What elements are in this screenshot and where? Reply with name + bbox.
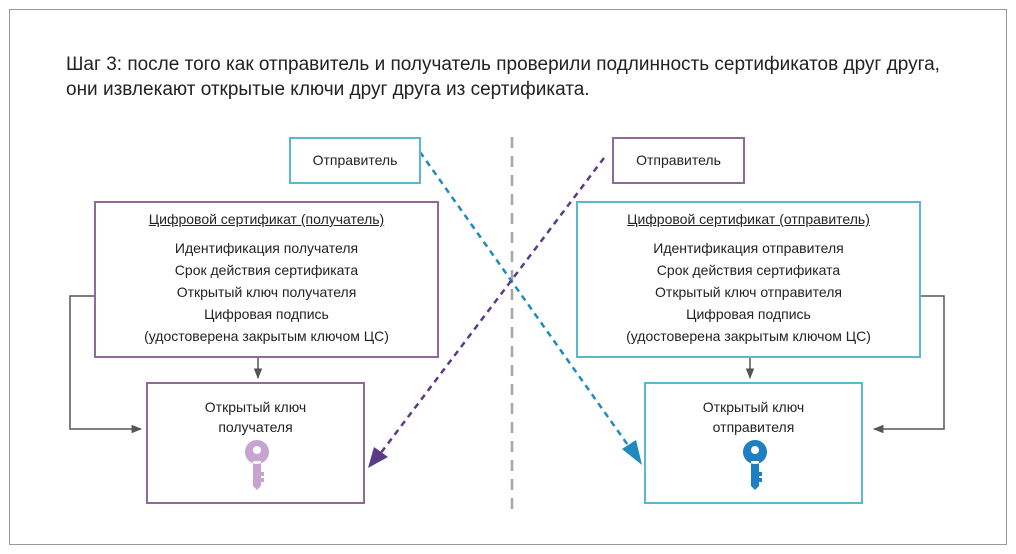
left-certificate-box: Цифровой сертификат (получатель) Идентиф…: [94, 201, 439, 358]
right-cert-line-signature: Цифровая подпись: [686, 306, 811, 322]
right-certificate-heading: Цифровой сертификат (отправитель): [627, 211, 870, 227]
key-icon: [244, 440, 269, 490]
right-key-box-line2: отправителя: [712, 419, 795, 435]
left-sender-box: Отправитель: [289, 137, 421, 184]
left-cert-line-signature: Цифровая подпись: [204, 306, 329, 322]
left-cert-line-signature-note: (удостоверена закрытым ключом ЦС): [144, 328, 389, 344]
right-cert-line-public-key: Открытый ключ отправителя: [655, 284, 842, 300]
left-key-box-line2: получателя: [218, 419, 293, 435]
purple-dashed-arrow: [379, 157, 605, 455]
step-title: Шаг 3: после того как отправитель и полу…: [66, 54, 940, 100]
left-cert-line-public-key: Открытый ключ получателя: [176, 284, 357, 300]
right-cert-line-validity: Срок действия сертификата: [656, 262, 841, 278]
blue-arrowhead: [622, 440, 642, 465]
right-sender-label: Отправитель: [636, 152, 721, 168]
right-key-box: Открытый ключ отправителя: [644, 382, 863, 504]
diagram-frame: [9, 9, 1007, 545]
right-key-box-line1: Открытый ключ: [702, 399, 805, 415]
blue-dashed-arrow: [418, 151, 632, 449]
left-key-box: Открытый ключ получателя: [146, 382, 365, 504]
key-icon: [742, 440, 767, 490]
right-cert-line-signature-note: (удостоверена закрытым ключом ЦС): [626, 328, 871, 344]
right-certificate-box: Цифровой сертификат (отправитель) Иденти…: [576, 201, 921, 358]
purple-arrowhead: [368, 447, 388, 468]
left-key-box-line1: Открытый ключ: [204, 399, 307, 415]
right-sender-box: Отправитель: [612, 137, 745, 184]
left-sender-label: Отправитель: [312, 152, 398, 168]
left-cert-line-validity: Срок действия сертификата: [174, 262, 359, 278]
right-cert-line-identity: Идентификация отправителя: [653, 240, 844, 256]
left-cert-line-identity: Идентификация получателя: [174, 240, 359, 256]
left-certificate-heading: Цифровой сертификат (получатель): [148, 211, 385, 227]
